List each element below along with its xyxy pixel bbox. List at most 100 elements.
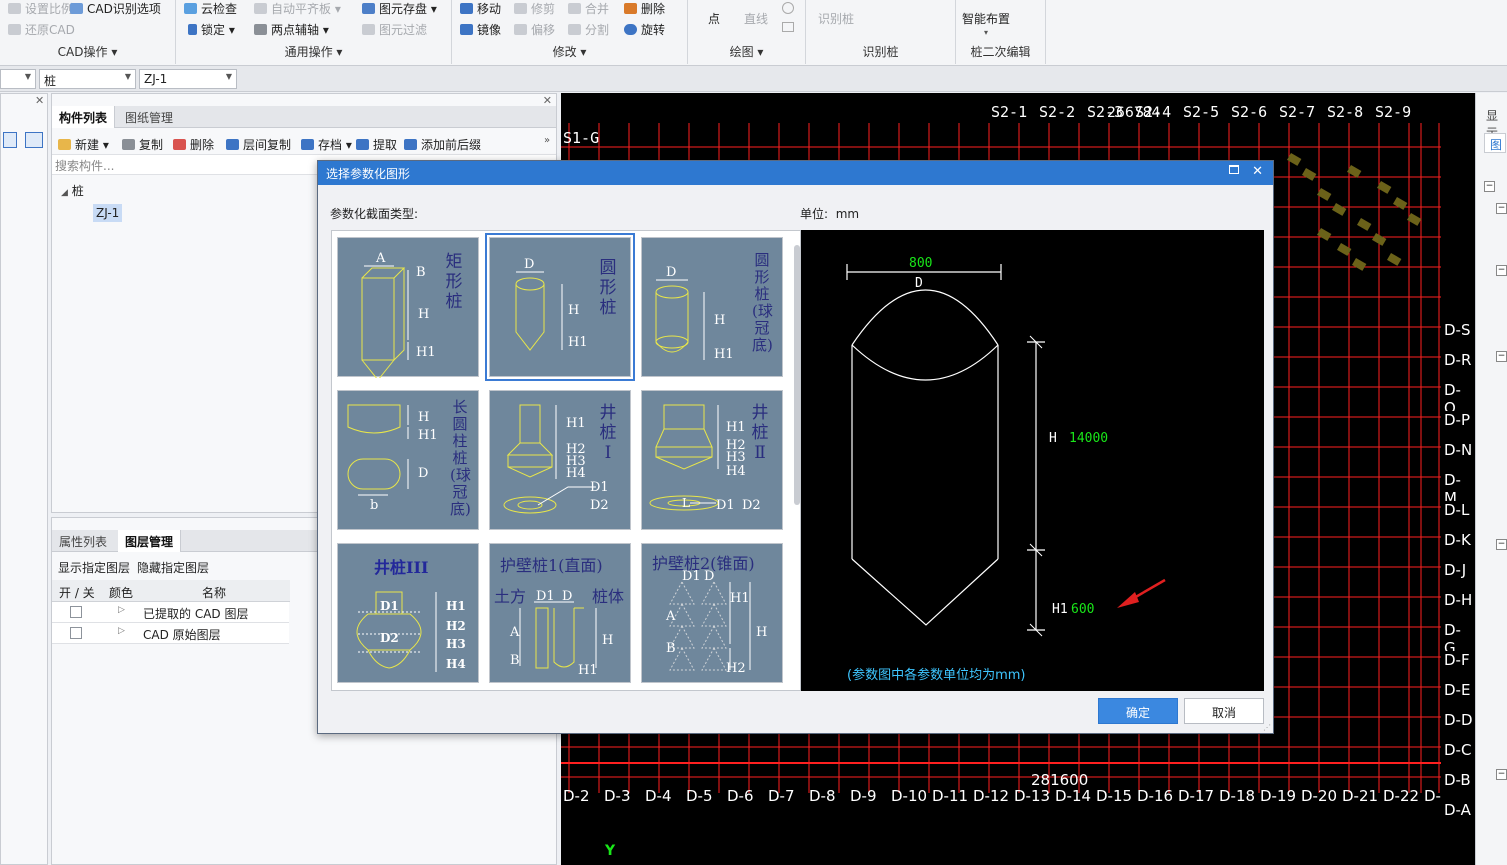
shape-round-pile[interactable]: D H H1 圆形桩 bbox=[485, 233, 635, 381]
shape-name: 护壁桩1(直面) bbox=[500, 556, 603, 575]
cad-hatch-block bbox=[1332, 202, 1347, 216]
table-row[interactable]: ▷ 已提取的 CAD 图层 bbox=[52, 602, 289, 623]
copy-between-floors-button[interactable]: 层间复制 bbox=[226, 136, 291, 153]
collapse-icon[interactable]: − bbox=[1496, 351, 1507, 362]
recognize-pile-button[interactable]: 识别桩 bbox=[818, 12, 855, 26]
collapse-icon[interactable]: − bbox=[1496, 539, 1507, 550]
cad-row-label: D-B bbox=[1442, 771, 1473, 789]
cad-top-label: S2-7 bbox=[1279, 103, 1316, 121]
archive-button[interactable]: 存档 ▾ bbox=[301, 136, 352, 153]
maximize-icon[interactable] bbox=[1229, 165, 1239, 174]
tree-root[interactable]: ◢ 桩 bbox=[61, 184, 84, 198]
collapse-icon[interactable]: − bbox=[1496, 769, 1507, 780]
offset-icon bbox=[514, 24, 527, 35]
offset-button[interactable]: 偏移 bbox=[514, 21, 555, 38]
cad-column-label: D-21 bbox=[1342, 787, 1379, 805]
tab-property-list[interactable]: 属性列表 bbox=[59, 535, 108, 549]
tab-drawing-management[interactable]: 图纸管理 bbox=[125, 111, 174, 125]
ribbon-group-label: 桩二次编辑 bbox=[970, 45, 1031, 59]
chevron-down-icon: ▼ bbox=[124, 72, 131, 81]
shape-retaining-pile-1[interactable]: D1 D A B H H1 土方 桩体 护壁桩1(直面) bbox=[489, 543, 631, 683]
close-icon[interactable]: ✕ bbox=[35, 94, 45, 107]
svg-text:B: B bbox=[666, 641, 676, 656]
svg-text:H1: H1 bbox=[446, 599, 466, 613]
ribbon-group-label[interactable]: 通用操作 ▾ bbox=[284, 45, 343, 59]
shape-retaining-pile-2[interactable]: D1 D A B H1 H H2 护壁桩2(锥面) bbox=[641, 543, 783, 683]
lock-button[interactable]: 锁定 ▾ bbox=[188, 21, 235, 38]
grid-view-icon[interactable] bbox=[25, 132, 43, 148]
line-button[interactable]: 直线 bbox=[744, 12, 769, 26]
expand-icon[interactable]: ▷ bbox=[118, 626, 125, 636]
show-layer-button[interactable]: 显示指定图层 bbox=[58, 561, 131, 575]
cancel-button[interactable]: 取消 bbox=[1184, 698, 1264, 724]
element-filter-button[interactable]: 图元过滤 bbox=[362, 21, 427, 38]
more-icon[interactable]: » bbox=[544, 135, 551, 146]
ribbon-group-label[interactable]: 绘图 ▾ bbox=[729, 45, 764, 59]
shape-grid-scrollbar[interactable] bbox=[794, 245, 800, 505]
cloud-check-button[interactable]: 云检查 bbox=[184, 0, 237, 17]
set-scale-button[interactable]: 设置比例 bbox=[8, 0, 73, 17]
layer-visibility-checkbox[interactable] bbox=[70, 627, 82, 639]
floor-combo[interactable]: ▼ bbox=[0, 69, 36, 89]
list-view-icon[interactable] bbox=[3, 132, 17, 148]
smart-layout-button[interactable]: 智能布置 bbox=[962, 12, 1011, 26]
resize-grip-icon[interactable]: ⋰ bbox=[1263, 723, 1271, 732]
merge-button[interactable]: 合并 bbox=[568, 0, 609, 17]
expand-icon[interactable]: ▷ bbox=[118, 605, 125, 615]
cad-column-label: D-14 bbox=[1055, 787, 1092, 805]
dropdown-arrow-icon[interactable]: ▾ bbox=[984, 28, 989, 37]
ribbon-group-label[interactable]: 修改 ▾ bbox=[552, 45, 587, 59]
arc-icon[interactable] bbox=[782, 2, 794, 14]
add-prefix-suffix-button[interactable]: 添加前后缀 bbox=[404, 136, 481, 153]
rect-icon[interactable] bbox=[782, 22, 794, 32]
move-button[interactable]: 移动 bbox=[460, 0, 501, 17]
svg-text:D: D bbox=[704, 569, 714, 584]
split-button[interactable]: 分割 bbox=[568, 21, 609, 38]
delete-component-button[interactable]: 删除 bbox=[173, 136, 214, 153]
two-point-axis-button[interactable]: 两点辅轴 ▾ bbox=[254, 21, 329, 38]
cad-row-label: D-A bbox=[1442, 801, 1473, 819]
collapse-icon[interactable]: − bbox=[1484, 181, 1495, 192]
collapse-icon[interactable]: − bbox=[1496, 265, 1507, 276]
new-button[interactable]: 新建 ▾ bbox=[58, 136, 109, 153]
copy-button[interactable]: 复制 bbox=[122, 136, 163, 153]
close-icon[interactable]: ✕ bbox=[1252, 164, 1263, 179]
cad-hatch-block bbox=[1352, 258, 1367, 271]
type-combo[interactable]: 桩▼ bbox=[39, 69, 136, 89]
save-elements-button[interactable]: 图元存盘 ▾ bbox=[362, 0, 437, 17]
shape-well-pile-2[interactable]: H1 H2 H3 H4 L D1 D2 井桩Ⅱ bbox=[641, 390, 783, 530]
shape-rect-pile[interactable]: A B H H1 矩形桩 bbox=[337, 237, 479, 378]
cad-top-label: S2-5 bbox=[1183, 103, 1220, 121]
cad-hatch bbox=[1287, 152, 1422, 271]
shape-long-round-pile[interactable]: H H1 D b 长圆柱桩(球冠底) bbox=[337, 390, 479, 530]
close-icon[interactable]: ✕ bbox=[542, 94, 552, 107]
delete-button[interactable]: 删除 bbox=[624, 0, 665, 17]
cad-recognize-options-button[interactable]: CAD识别选项 bbox=[70, 0, 161, 17]
tree-item-zj1[interactable]: ZJ-1 bbox=[93, 204, 123, 222]
tab-display[interactable]: 图 bbox=[1484, 133, 1506, 153]
hide-layer-button[interactable]: 隐藏指定图层 bbox=[137, 561, 210, 575]
ok-button[interactable]: 确定 bbox=[1098, 698, 1178, 724]
collapse-icon[interactable]: − bbox=[1496, 203, 1507, 214]
prefix-icon bbox=[404, 139, 417, 150]
auto-level-slab-button[interactable]: 自动平齐板 ▾ bbox=[254, 0, 341, 17]
mirror-button[interactable]: 镜像 bbox=[460, 21, 501, 38]
shape-well-pile-3[interactable]: D1 D2 H1 H2 H3 H4 井桩III bbox=[337, 543, 479, 683]
shape-well-pile-1[interactable]: H1 H2 H3 H4 D1 D2 井桩Ⅰ bbox=[489, 390, 631, 530]
tab-component-list[interactable]: 构件列表 bbox=[52, 106, 116, 128]
cad-column-label: D-9 bbox=[850, 787, 877, 805]
collapse-icon: ◢ bbox=[61, 188, 68, 198]
svg-text:D2: D2 bbox=[380, 631, 399, 645]
component-combo[interactable]: ZJ-1▼ bbox=[139, 69, 237, 89]
ribbon-group-label[interactable]: CAD操作 ▾ bbox=[57, 45, 118, 59]
shape-round-pile-dome[interactable]: D H H1 圆形桩(球冠底) bbox=[641, 237, 783, 377]
point-button[interactable]: 点 bbox=[708, 12, 721, 26]
extract-button[interactable]: 提取 bbox=[356, 136, 397, 153]
table-row[interactable]: ▷ CAD 原始图层 bbox=[52, 623, 289, 644]
restore-cad-button[interactable]: 还原CAD bbox=[8, 21, 75, 38]
tab-layer-management[interactable]: 图层管理 bbox=[118, 530, 182, 552]
rotate-button[interactable]: 旋转 bbox=[624, 21, 665, 38]
shape-name: 长圆柱桩(球冠底) bbox=[450, 398, 471, 518]
layer-visibility-checkbox[interactable] bbox=[70, 606, 82, 618]
trim-button[interactable]: 修剪 bbox=[514, 0, 555, 17]
